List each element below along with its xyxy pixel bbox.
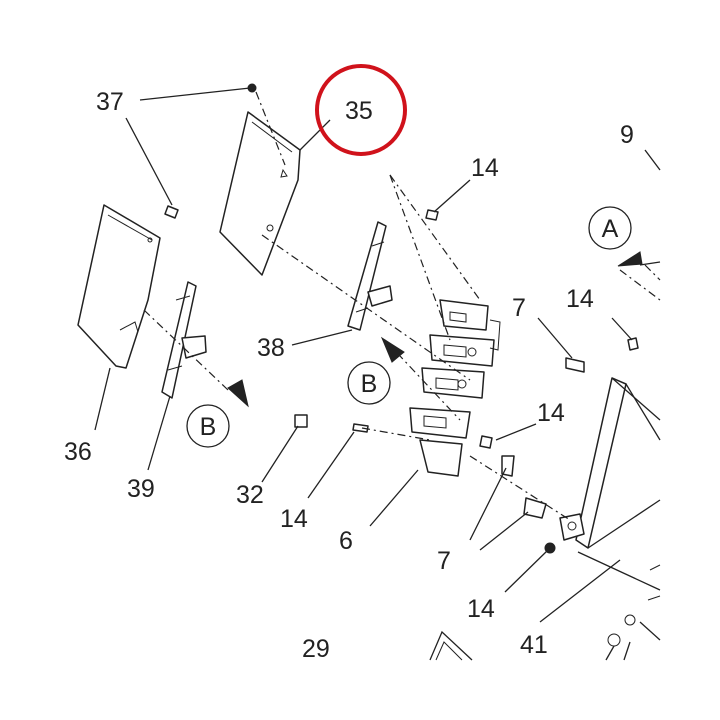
highlight-circle	[315, 64, 407, 156]
callout-7-bottom: 7	[437, 547, 451, 575]
screw-14-left	[352, 423, 369, 433]
part-38-bracket	[347, 221, 393, 331]
part-39-bracket	[161, 281, 207, 399]
callout-6: 6	[339, 527, 353, 555]
hardware	[164, 83, 639, 647]
callout-7-top: 7	[512, 294, 526, 322]
arrow-b-center	[380, 336, 405, 363]
callout-41: 41	[520, 631, 548, 659]
callout-38: 38	[257, 334, 285, 362]
callout-14-bottom: 14	[467, 595, 495, 623]
callout-14-mid: 14	[537, 399, 565, 427]
view-marker-a-label: A	[602, 215, 619, 243]
callout-32: 32	[236, 481, 264, 509]
view-marker-b-left-label: B	[200, 413, 217, 441]
right-frame	[559, 261, 661, 601]
callout-37: 37	[96, 88, 124, 116]
callout-36: 36	[64, 438, 92, 466]
part-36-panel	[77, 204, 161, 369]
leader-lines	[94, 87, 661, 661]
part-7-clip-top	[565, 357, 585, 373]
arrow-to-b-left	[227, 379, 249, 408]
part-32-nut	[294, 414, 308, 428]
part-7-bracket-lower	[523, 497, 547, 519]
callout-29: 29	[302, 635, 330, 663]
assembly-centerlines	[143, 91, 571, 521]
callout-14-left: 14	[280, 505, 308, 533]
screw-14-top	[425, 209, 439, 221]
callout-39: 39	[127, 475, 155, 503]
callout-14-right: 14	[566, 285, 594, 313]
view-marker-b-center: B	[347, 361, 391, 405]
screw-near-36	[164, 205, 179, 219]
screw-14-right	[627, 337, 639, 351]
view-marker-b-left: B	[186, 404, 230, 448]
part-35-panel	[219, 111, 301, 276]
arrow-a	[617, 251, 643, 267]
callout-35: 35	[345, 97, 373, 125]
part-29-partial	[429, 630, 473, 661]
callout-labels: 37 35 9 14 7 14 38 14 36 39 32 14 6 7 14…	[64, 88, 634, 663]
view-marker-b-center-label: B	[361, 370, 378, 398]
part-6-clip-assembly	[409, 299, 501, 477]
view-marker-a: A	[588, 206, 632, 250]
direction-arrows	[227, 251, 643, 408]
callout-9: 9	[620, 121, 634, 149]
callout-14-top: 14	[471, 154, 499, 182]
screw-14-mid	[479, 435, 493, 449]
